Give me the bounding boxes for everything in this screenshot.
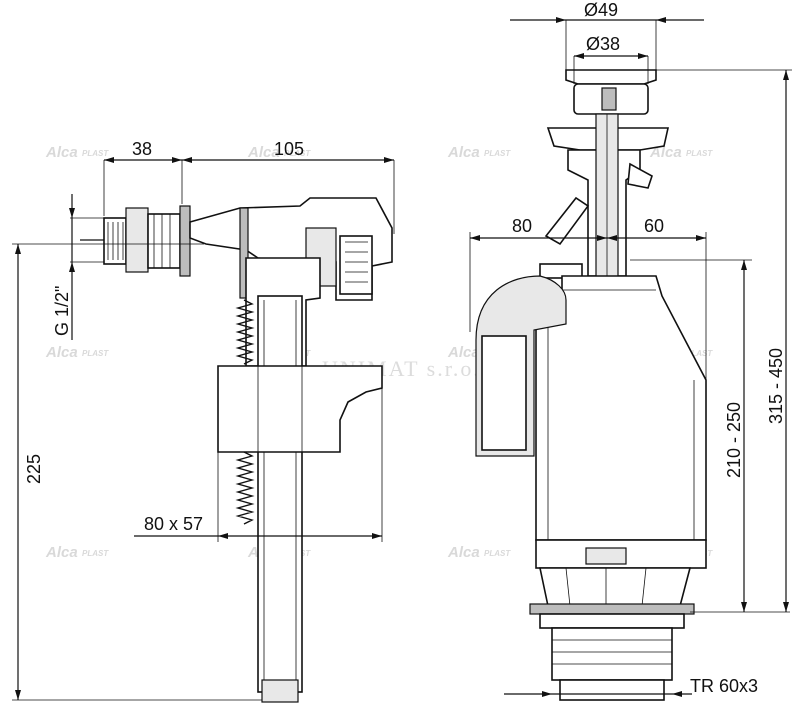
- dim-offset-38: 38: [132, 139, 152, 159]
- flush-valve-thread: [551, 627, 673, 681]
- fill-valve-dimensions: 38 105 G 1/2" 225 80 x 57: [12, 139, 395, 701]
- svg-text:Alca: Alca: [447, 144, 480, 161]
- svg-text:PLAST: PLAST: [82, 349, 109, 358]
- watermark-logo: Alca PLAST: [247, 144, 311, 161]
- flush-valve-dimensions: Ø49 Ø38 80 60 210 - 250 315 - 450: [469, 0, 792, 697]
- flush-valve-button-pin: [601, 87, 617, 111]
- flush-valve-flange: [539, 613, 685, 629]
- svg-text:PLAST: PLAST: [484, 149, 511, 158]
- svg-text:Alca: Alca: [447, 344, 480, 361]
- dim-length-105: 105: [274, 139, 304, 159]
- svg-text:Alca: Alca: [649, 144, 682, 161]
- svg-text:Alca: Alca: [45, 544, 78, 561]
- watermark-logo: Alca PLAST: [447, 144, 511, 161]
- watermark-logo: Alca PLAST: [447, 544, 511, 561]
- fill-valve-inlet-foot: [261, 679, 299, 703]
- watermark-logo: Alca PLAST: [45, 544, 109, 561]
- dim-thread-tr60x3: TR 60x3: [690, 676, 758, 696]
- svg-text:Alca: Alca: [247, 144, 280, 161]
- flush-valve-button-cap: [565, 69, 657, 85]
- svg-text:PLAST: PLAST: [82, 149, 109, 158]
- watermark-logo: Alca PLAST: [649, 144, 713, 161]
- fill-valve-drawing: [103, 197, 393, 703]
- flush-valve-seal-clip: [585, 547, 627, 565]
- dim-diameter-49: Ø49: [584, 0, 618, 20]
- svg-text:PLAST: PLAST: [686, 349, 713, 358]
- dim-reach-80: 80: [512, 216, 532, 236]
- svg-text:PLAST: PLAST: [484, 549, 511, 558]
- flush-valve-outlet: [559, 679, 665, 701]
- dim-float-80x57: 80 x 57: [144, 514, 203, 534]
- svg-text:PLAST: PLAST: [284, 149, 311, 158]
- dim-reach-60: 60: [644, 216, 664, 236]
- flush-valve-overflow-window: [481, 335, 527, 451]
- svg-text:Alca: Alca: [447, 544, 480, 561]
- flush-valve-cage: [539, 567, 692, 607]
- fill-valve-rod: [239, 207, 249, 299]
- dim-thread-g12: G 1/2": [52, 286, 72, 336]
- dim-total-315-450: 315 - 450: [766, 348, 786, 424]
- flush-valve-lever: [544, 196, 590, 246]
- fill-valve-lower-spring: [235, 451, 255, 525]
- watermark-logo: Alca PLAST: [45, 144, 109, 161]
- flush-valve-gasket: [529, 603, 695, 615]
- fill-valve-washer: [179, 205, 191, 277]
- flush-valve-latch: [627, 162, 653, 189]
- fill-valve-riser-tube: [257, 295, 303, 693]
- dim-overflow-210-250: 210 - 250: [724, 402, 744, 478]
- svg-text:PLAST: PLAST: [686, 149, 713, 158]
- fill-valve-float: [217, 365, 383, 453]
- svg-text:PLAST: PLAST: [82, 549, 109, 558]
- fill-valve-adjust-spring: [235, 299, 255, 365]
- watermark-logo: Alca PLAST: [45, 344, 109, 361]
- fill-valve-diaphragm: [339, 235, 373, 295]
- dim-diameter-38: Ø38: [586, 34, 620, 54]
- fill-valve-body-neck: [147, 213, 181, 269]
- fill-valve-lock-nut: [125, 207, 149, 273]
- svg-text:Alca: Alca: [45, 144, 78, 161]
- flush-valve-clip: [539, 263, 583, 279]
- svg-text:Alca: Alca: [45, 344, 78, 361]
- flush-valve-drawing: [475, 69, 707, 701]
- dim-height-225: 225: [24, 454, 44, 484]
